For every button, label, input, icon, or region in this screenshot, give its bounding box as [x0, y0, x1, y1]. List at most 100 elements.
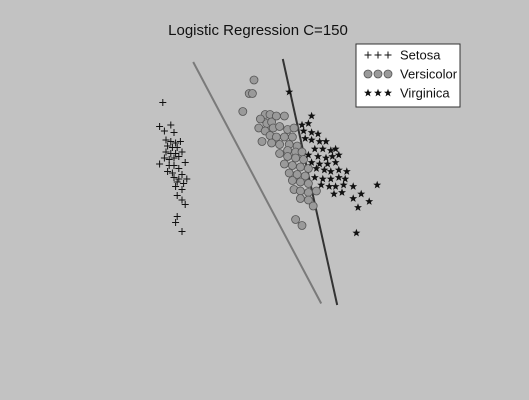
point-versicolor-31 — [283, 152, 293, 161]
point-setosa-1 — [159, 99, 167, 106]
point-setosa-8 — [172, 139, 180, 147]
point-virginica-29 — [342, 167, 351, 175]
point-versicolor-30 — [275, 149, 285, 158]
point-virginica-20 — [334, 150, 343, 159]
point-virginica-19 — [328, 152, 337, 160]
point-virginica-32 — [326, 174, 335, 183]
point-versicolor-3 — [247, 89, 257, 98]
point-setosa-15 — [172, 150, 180, 157]
point-virginica-3 — [298, 120, 306, 129]
point-setosa-17 — [160, 154, 168, 162]
legend-label-virginica: Virginica — [400, 86, 450, 101]
point-virginica-22 — [315, 159, 324, 168]
legend-marker-virginica-2 — [374, 88, 382, 97]
point-virginica-21 — [307, 158, 316, 166]
point-setosa-10 — [164, 142, 172, 150]
point-versicolor-38 — [284, 168, 294, 178]
point-versicolor-17 — [289, 123, 299, 133]
point-setosa-24 — [170, 162, 178, 169]
point-setosa-32 — [173, 178, 181, 186]
point-versicolor-10 — [271, 111, 281, 121]
point-setosa-4 — [160, 127, 168, 135]
point-virginica-23 — [323, 159, 332, 168]
point-setosa-33 — [180, 180, 188, 187]
point-virginica-27 — [326, 167, 335, 175]
point-setosa-39 — [173, 213, 181, 220]
point-virginica-47 — [352, 228, 361, 237]
legend-entry-versicolor: Versicolor — [363, 67, 458, 82]
point-setosa-36 — [173, 192, 181, 199]
point-setosa-12 — [173, 144, 181, 151]
point-versicolor-22 — [257, 137, 267, 146]
point-virginica-34 — [341, 174, 350, 183]
point-virginica-15 — [331, 144, 340, 153]
legend-marker-setosa-1 — [364, 51, 372, 59]
point-versicolor-29 — [297, 147, 307, 157]
point-setosa-22 — [181, 159, 189, 166]
point-virginica-2 — [307, 111, 316, 120]
point-setosa-35 — [178, 186, 186, 193]
point-setosa-20 — [175, 153, 183, 160]
point-setosa-9 — [176, 138, 184, 145]
point-virginica-4 — [304, 119, 313, 127]
series-versicolor — [238, 75, 321, 230]
point-virginica-8 — [301, 134, 310, 142]
point-setosa-37 — [178, 196, 186, 204]
point-setosa-40 — [172, 219, 180, 226]
point-versicolor-15 — [275, 122, 285, 131]
point-virginica-31 — [318, 174, 327, 183]
point-virginica-11 — [322, 137, 330, 145]
chart-title: Logistic Regression C=150 — [168, 22, 348, 39]
legend-entry-setosa: Setosa — [364, 48, 441, 63]
point-versicolor-4 — [238, 107, 248, 116]
point-virginica-35 — [317, 180, 326, 189]
point-virginica-28 — [334, 165, 343, 174]
point-versicolor-46 — [303, 188, 313, 197]
point-virginica-24 — [331, 158, 340, 166]
point-versicolor-1 — [249, 75, 259, 85]
point-versicolor-7 — [255, 114, 265, 124]
point-versicolor-48 — [295, 194, 305, 203]
point-setosa-16 — [178, 148, 186, 156]
point-setosa-7 — [167, 138, 175, 145]
decision-boundary-1 — [192, 61, 323, 304]
point-virginica-9 — [307, 135, 316, 144]
point-versicolor-41 — [287, 176, 297, 185]
legend-marker-versicolor-1 — [363, 69, 373, 79]
point-setosa-27 — [168, 169, 176, 177]
point-virginica-44 — [354, 203, 362, 211]
point-versicolor-32 — [291, 153, 301, 163]
legend-marker-setosa-3 — [384, 51, 392, 59]
point-virginica-12 — [310, 144, 319, 153]
data-points — [156, 75, 382, 237]
point-virginica-13 — [318, 144, 327, 153]
point-setosa-30 — [175, 175, 183, 183]
point-setosa-19 — [170, 154, 178, 162]
point-versicolor-37 — [303, 164, 313, 173]
point-virginica-5 — [299, 126, 308, 135]
point-versicolor-40 — [300, 171, 310, 181]
point-versicolor-47 — [311, 186, 321, 196]
point-setosa-34 — [172, 183, 180, 190]
point-versicolor-34 — [279, 159, 289, 169]
point-versicolor-21 — [287, 132, 297, 142]
point-versicolor-52 — [297, 221, 307, 230]
legend-marker-setosa-2 — [374, 51, 382, 59]
point-virginica-30 — [310, 173, 319, 181]
point-virginica-37 — [331, 182, 340, 190]
point-virginica-42 — [349, 194, 358, 202]
point-virginica-33 — [334, 173, 343, 181]
point-virginica-16 — [304, 150, 313, 159]
point-virginica-36 — [325, 182, 334, 190]
point-setosa-18 — [165, 156, 173, 163]
point-virginica-39 — [349, 182, 358, 190]
legend-entry-virginica: Virginica — [364, 86, 450, 101]
point-setosa-2 — [156, 123, 164, 130]
legend-box — [355, 43, 461, 108]
point-setosa-41 — [178, 228, 186, 235]
point-setosa-28 — [178, 171, 186, 178]
point-virginica-43 — [357, 189, 366, 198]
point-versicolor-11 — [279, 111, 289, 121]
point-virginica-40 — [330, 189, 338, 198]
point-setosa-6 — [162, 136, 170, 144]
